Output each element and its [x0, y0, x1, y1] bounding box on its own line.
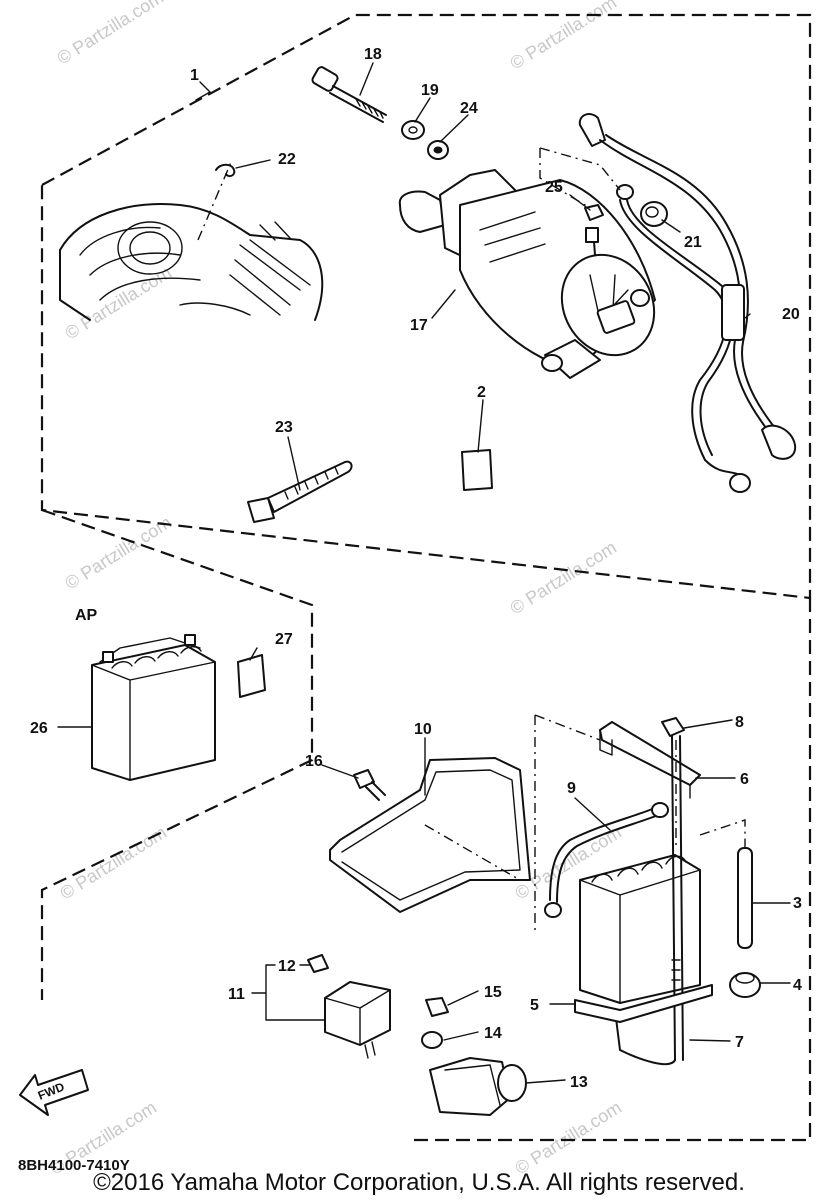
watermark: © Partzilla.com	[507, 537, 620, 618]
nut-part-25	[584, 204, 604, 221]
callout-2: 2	[477, 384, 486, 401]
ap-label: AP	[75, 607, 98, 624]
callout-16: 16	[305, 753, 323, 770]
watermark: © Partzilla.com	[512, 1097, 625, 1178]
bolt-part-18	[311, 66, 387, 123]
callout-15: 15	[484, 984, 502, 1001]
battery-part-26	[91, 634, 216, 781]
callout-labels: 1 2 3 4 5 6 7 8 9 10 11 12 13 14 15 16 1…	[30, 46, 802, 1091]
pad-part-27	[237, 654, 266, 698]
callout-19: 19	[421, 82, 439, 99]
callout-11: 11	[228, 986, 245, 1003]
battery-main	[579, 854, 701, 1004]
screw-part-16	[353, 769, 386, 801]
sensor-part-13	[429, 1057, 527, 1116]
callout-22: 22	[278, 151, 296, 168]
drawing-code: 8BH4100-7410Y	[18, 1157, 130, 1174]
callout-26: 26	[30, 720, 48, 737]
kit-boundary-upper	[40, 13, 812, 600]
washer-part-14	[421, 1031, 443, 1049]
washer-part-24	[427, 140, 449, 160]
callout-24: 24	[460, 100, 478, 117]
fwd-arrow-icon: FWD	[19, 1069, 89, 1116]
callout-27: 27	[275, 631, 293, 648]
tube-part-3	[737, 847, 753, 949]
callout-3: 3	[793, 895, 802, 912]
callout-5: 5	[530, 997, 539, 1014]
callout-21: 21	[684, 234, 702, 251]
lock-washer-part-19	[401, 120, 425, 140]
callout-23: 23	[275, 419, 293, 436]
watermark: © Partzilla.com	[507, 0, 620, 73]
callout-7: 7	[735, 1034, 744, 1051]
watermark: © Partzilla.com	[54, 0, 167, 68]
callout-9: 9	[567, 780, 576, 797]
callout-17: 17	[410, 317, 428, 334]
clip-part-22	[215, 163, 236, 178]
callout-18: 18	[364, 46, 382, 63]
watermark: © Partzilla.com	[62, 262, 175, 343]
starter-motor-part-17	[398, 169, 656, 379]
cap-part-21	[640, 201, 668, 227]
starter-cable-part-20	[578, 113, 797, 493]
callout-8: 8	[735, 714, 744, 731]
callout-13: 13	[570, 1074, 588, 1091]
copyright-notice: ©2016 Yamaha Motor Corporation, U.S.A. A…	[93, 1169, 745, 1196]
watermark: © Partzilla.com	[57, 822, 170, 903]
callout-4: 4	[793, 977, 802, 994]
cap-part-4	[729, 972, 761, 998]
clip-part-12	[307, 954, 329, 973]
callout-10: 10	[414, 721, 432, 738]
engine-block-illustration	[59, 203, 324, 321]
callout-14: 14	[484, 1025, 502, 1042]
cable-tie-part-23	[247, 460, 353, 523]
callout-1: 1	[190, 67, 199, 84]
callout-12: 12	[278, 958, 296, 975]
nut-part-8	[661, 717, 685, 737]
nut-part-15	[425, 997, 449, 1017]
callout-25: 25	[545, 179, 563, 196]
callout-6: 6	[740, 771, 749, 788]
callout-20: 20	[782, 306, 800, 323]
leader-lines	[57, 62, 791, 1084]
kit-boundary-lower	[40, 508, 314, 1000]
battery-cover-part-10	[329, 757, 531, 913]
battery-cable-part-9	[544, 802, 669, 918]
plate-part-2	[461, 449, 493, 491]
battery-tray-part-5	[574, 984, 713, 1023]
kit-boundary-lower-right	[410, 598, 812, 1142]
bracket-part-6	[599, 721, 701, 799]
relay-part-11	[324, 981, 391, 1059]
